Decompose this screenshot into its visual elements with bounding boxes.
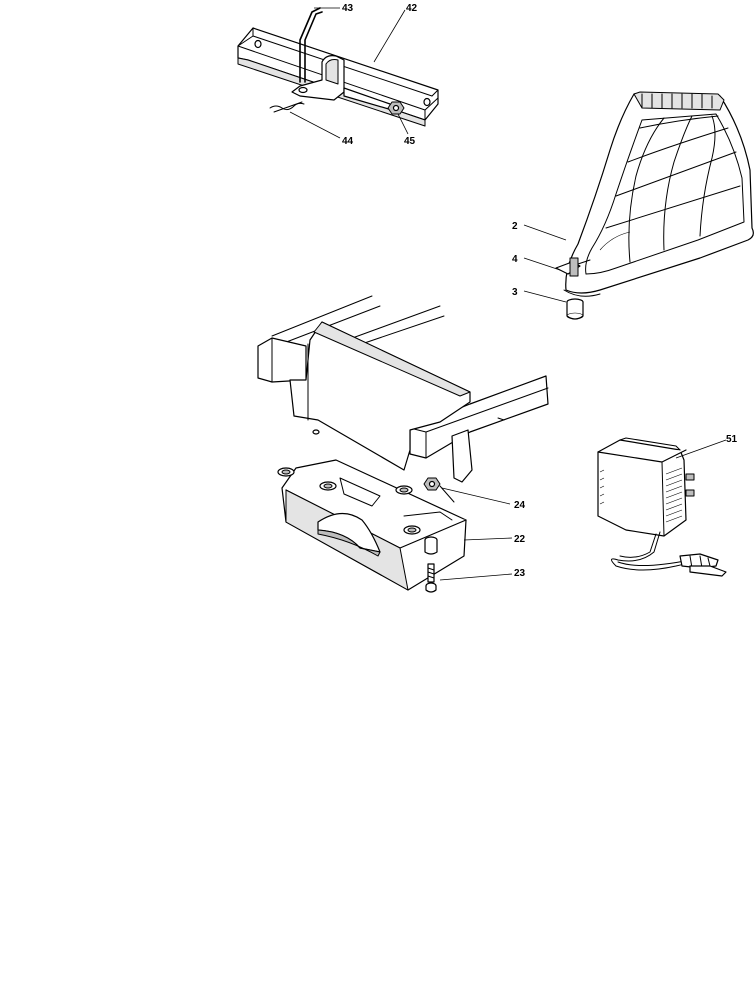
weight-block-22 [277,459,467,591]
callout-45: 45 [404,136,416,147]
bolt-23 [424,536,438,593]
callout-43: 43 [342,3,354,14]
pin-43 [299,7,323,83]
rail-pin-assembly: 43 42 44 45 [237,3,439,147]
wing-nut-4 [555,257,591,277]
nut-45 [387,101,405,115]
frame-beams [257,295,549,459]
grille-cover-assembly: 2 4 3 [512,91,754,320]
spacer-3 [566,298,584,320]
callout-4: 4 [512,254,518,265]
support-bracket [289,321,473,483]
nut-24 [423,477,455,503]
grille-cover-2 [563,91,754,297]
callout-22: 22 [514,534,526,545]
callout-51: 51 [726,434,738,445]
battery-charger-assembly: 51 [597,434,738,577]
weight-block-assembly: 24 22 23 [257,295,549,593]
callout-42: 42 [406,3,418,14]
callout-23: 23 [514,568,526,579]
charger-51 [597,437,727,577]
callout-2: 2 [512,221,518,232]
callout-3: 3 [512,287,518,298]
callout-24: 24 [514,500,526,511]
spring-clip-44 [269,101,305,113]
callout-44: 44 [342,136,354,147]
